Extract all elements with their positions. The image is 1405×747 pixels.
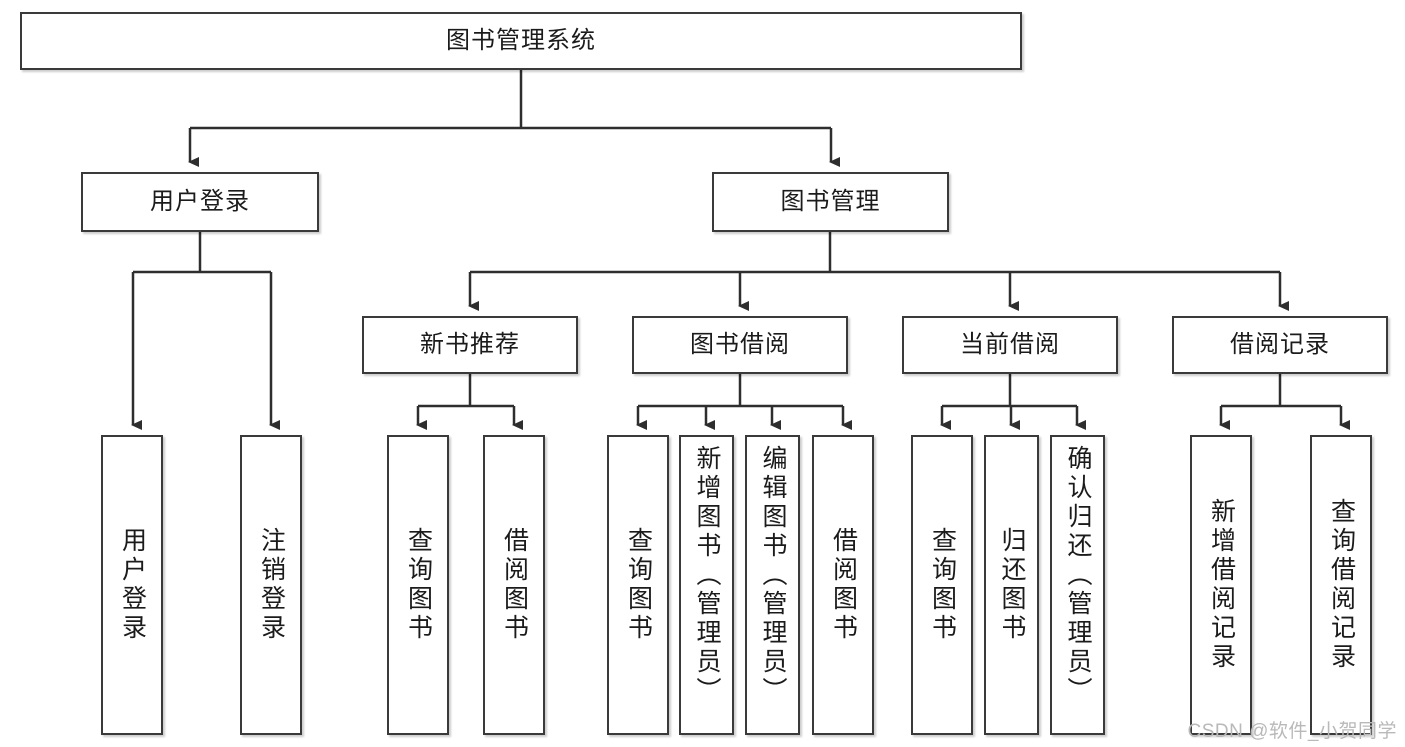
node-book-borrow-label: 图书借阅 bbox=[690, 330, 790, 358]
node-leaf-query-book-1-label: 查询图书 bbox=[404, 527, 433, 643]
node-book-management-label: 图书管理 bbox=[780, 187, 881, 215]
node-leaf-edit-book-admin-label: 编辑图书（管理员） bbox=[759, 445, 787, 706]
node-leaf-confirm-return-admin-label: 确认归还（管理员） bbox=[1064, 445, 1092, 706]
node-leaf-add-borrow-record[interactable]: 新增借阅记录 bbox=[1190, 435, 1252, 735]
node-user-login[interactable]: 用户登录 bbox=[81, 172, 319, 232]
node-leaf-query-book-3[interactable]: 查询图书 bbox=[911, 435, 973, 735]
node-borrow-record-label: 借阅记录 bbox=[1230, 330, 1330, 358]
node-leaf-query-book-2-label: 查询图书 bbox=[624, 527, 653, 643]
node-leaf-query-book-3-label: 查询图书 bbox=[928, 527, 957, 643]
node-book-management[interactable]: 图书管理 bbox=[712, 172, 949, 232]
node-book-borrow[interactable]: 图书借阅 bbox=[632, 316, 848, 374]
node-leaf-logout[interactable]: 注销登录 bbox=[240, 435, 302, 735]
node-borrow-record[interactable]: 借阅记录 bbox=[1172, 316, 1388, 374]
node-leaf-logout-label: 注销登录 bbox=[257, 527, 286, 643]
node-current-borrow[interactable]: 当前借阅 bbox=[902, 316, 1118, 374]
node-leaf-return-book[interactable]: 归还图书 bbox=[984, 435, 1039, 735]
node-root-label: 图书管理系统 bbox=[446, 26, 596, 54]
node-new-book-recommend-label: 新书推荐 bbox=[420, 330, 520, 358]
node-root[interactable]: 图书管理系统 bbox=[20, 12, 1022, 70]
node-leaf-query-borrow-record[interactable]: 查询借阅记录 bbox=[1310, 435, 1372, 735]
node-current-borrow-label: 当前借阅 bbox=[960, 330, 1060, 358]
node-leaf-user-login-label: 用户登录 bbox=[118, 527, 147, 643]
node-user-login-label: 用户登录 bbox=[150, 187, 250, 215]
node-leaf-confirm-return-admin[interactable]: 确认归还（管理员） bbox=[1050, 435, 1105, 735]
node-leaf-borrow-book-2-label: 借阅图书 bbox=[829, 527, 858, 643]
node-leaf-borrow-book-1[interactable]: 借阅图书 bbox=[483, 435, 545, 735]
node-leaf-add-borrow-record-label: 新增借阅记录 bbox=[1207, 498, 1236, 672]
node-leaf-borrow-book-2[interactable]: 借阅图书 bbox=[812, 435, 874, 735]
node-leaf-add-book-admin[interactable]: 新增图书（管理员） bbox=[679, 435, 734, 735]
csdn-watermark: CSDN @软件_小贺同学 bbox=[1187, 721, 1397, 742]
node-leaf-return-book-label: 归还图书 bbox=[998, 527, 1026, 643]
node-leaf-query-borrow-record-label: 查询借阅记录 bbox=[1327, 498, 1356, 672]
node-leaf-query-book-2[interactable]: 查询图书 bbox=[607, 435, 669, 735]
node-leaf-borrow-book-1-label: 借阅图书 bbox=[500, 527, 529, 643]
node-leaf-query-book-1[interactable]: 查询图书 bbox=[387, 435, 449, 735]
node-leaf-add-book-admin-label: 新增图书（管理员） bbox=[693, 445, 721, 706]
node-new-book-recommend[interactable]: 新书推荐 bbox=[362, 316, 578, 374]
node-leaf-edit-book-admin[interactable]: 编辑图书（管理员） bbox=[745, 435, 800, 735]
node-leaf-user-login[interactable]: 用户登录 bbox=[101, 435, 163, 735]
